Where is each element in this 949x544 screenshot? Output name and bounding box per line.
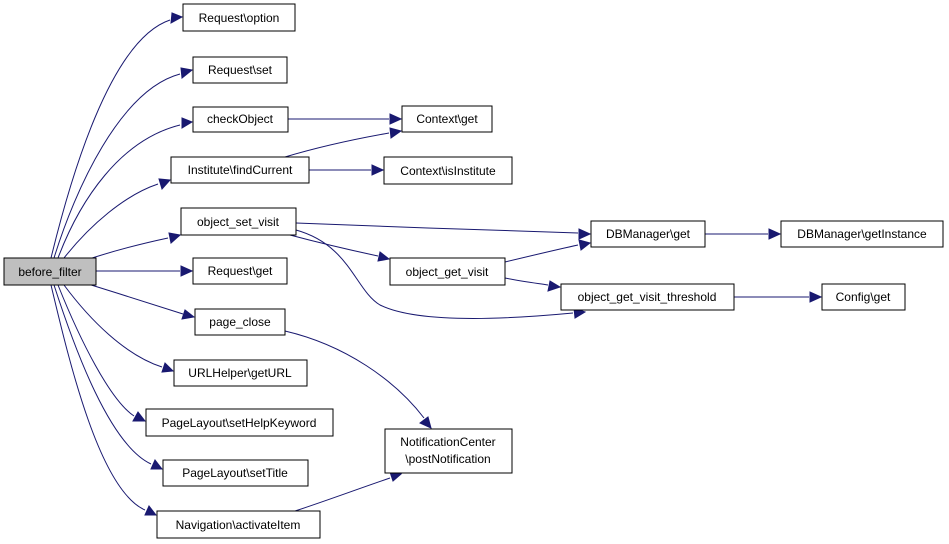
edge-before-filter-to-activate-item bbox=[50, 284, 158, 516]
node-institute-find-current[interactable]: Institute\findCurrent bbox=[170, 156, 310, 184]
edge-before-filter-to-object-set-visit bbox=[85, 232, 182, 261]
node-request-get[interactable]: Request\get bbox=[192, 257, 288, 285]
node-label: object_get_visit_threshold bbox=[578, 290, 717, 304]
node-label: Config\get bbox=[836, 290, 891, 304]
edge-set-visit-to-get-visit bbox=[289, 234, 391, 262]
edge-before-filter-to-set-title bbox=[53, 284, 164, 470]
node-label: Request\option bbox=[199, 11, 280, 25]
edge-before-filter-to-find-current bbox=[63, 178, 172, 259]
node-label: before_filter bbox=[18, 265, 81, 279]
node-label: PageLayout\setHelpKeyword bbox=[162, 416, 317, 430]
edge-find-current-to-is-institute bbox=[309, 164, 385, 176]
node-object-set-visit[interactable]: object_set_visit bbox=[180, 207, 297, 236]
node-label: URLHelper\getURL bbox=[188, 366, 292, 380]
node-object-get-visit[interactable]: object_get_visit bbox=[389, 257, 506, 286]
edge-get-visit-to-threshold bbox=[504, 277, 562, 292]
edge-before-filter-to-set-help-keyword bbox=[57, 284, 147, 422]
node-dbmanager-get-instance[interactable]: DBManager\getInstance bbox=[780, 220, 944, 248]
edge-before-filter-to-request-option bbox=[50, 12, 184, 259]
nodes: before_filter Request\option Request\set… bbox=[3, 3, 944, 539]
node-context-is-institute[interactable]: Context\isInstitute bbox=[383, 156, 513, 185]
node-label: Request\set bbox=[208, 63, 273, 77]
node-pagelayout-set-title[interactable]: PageLayout\setTitle bbox=[162, 459, 309, 487]
edge-get-visit-to-dbmanager-get bbox=[504, 239, 592, 263]
node-object-get-visit-threshold[interactable]: object_get_visit_threshold bbox=[560, 283, 735, 311]
node-page-close[interactable]: page_close bbox=[194, 308, 286, 336]
edge-check-object-to-context-get bbox=[288, 113, 403, 125]
node-label-line1: NotificationCenter bbox=[400, 435, 495, 449]
node-label: page_close bbox=[209, 315, 271, 329]
node-urlhelper-get-url[interactable]: URLHelper\getURL bbox=[173, 359, 308, 387]
node-label-line2: \postNotification bbox=[405, 452, 490, 466]
edge-set-visit-to-dbmanager-get bbox=[295, 222, 592, 240]
node-context-get[interactable]: Context\get bbox=[401, 105, 493, 133]
node-dbmanager-get[interactable]: DBManager\get bbox=[590, 220, 706, 248]
node-label: checkObject bbox=[207, 112, 274, 126]
edge-threshold-to-config-get bbox=[734, 291, 823, 303]
edge-before-filter-to-request-get bbox=[96, 265, 194, 277]
edge-before-filter-to-page-close bbox=[87, 283, 196, 320]
node-label: Institute\findCurrent bbox=[188, 163, 293, 177]
node-label: PageLayout\setTitle bbox=[182, 466, 288, 480]
edges bbox=[50, 12, 823, 516]
edge-page-close-to-notification bbox=[284, 330, 432, 429]
edge-dbmanager-get-to-get-instance bbox=[705, 228, 782, 240]
node-config-get[interactable]: Config\get bbox=[821, 283, 906, 311]
node-label: object_get_visit bbox=[406, 265, 489, 279]
node-label: DBManager\get bbox=[606, 227, 691, 241]
node-label: Navigation\activateItem bbox=[176, 518, 301, 532]
node-before-filter[interactable]: before_filter bbox=[3, 257, 97, 286]
edge-before-filter-to-request-set bbox=[53, 67, 194, 259]
node-label: Context\get bbox=[416, 112, 478, 126]
node-request-set[interactable]: Request\set bbox=[192, 56, 288, 84]
node-check-object[interactable]: checkObject bbox=[192, 106, 289, 133]
node-notification-center[interactable]: NotificationCenter \postNotification bbox=[384, 428, 513, 474]
edge-before-filter-to-check-object bbox=[57, 117, 194, 259]
edge-find-current-to-context-get bbox=[284, 127, 403, 158]
node-pagelayout-set-help-keyword[interactable]: PageLayout\setHelpKeyword bbox=[145, 408, 334, 437]
node-navigation-activate-item[interactable]: Navigation\activateItem bbox=[156, 510, 321, 539]
node-label: DBManager\getInstance bbox=[797, 227, 927, 241]
node-request-option[interactable]: Request\option bbox=[182, 3, 296, 32]
node-label: Request\get bbox=[208, 264, 273, 278]
edge-before-filter-to-urlhelper bbox=[63, 284, 175, 373]
node-label: object_set_visit bbox=[197, 215, 280, 229]
node-label: Context\isInstitute bbox=[400, 164, 496, 178]
